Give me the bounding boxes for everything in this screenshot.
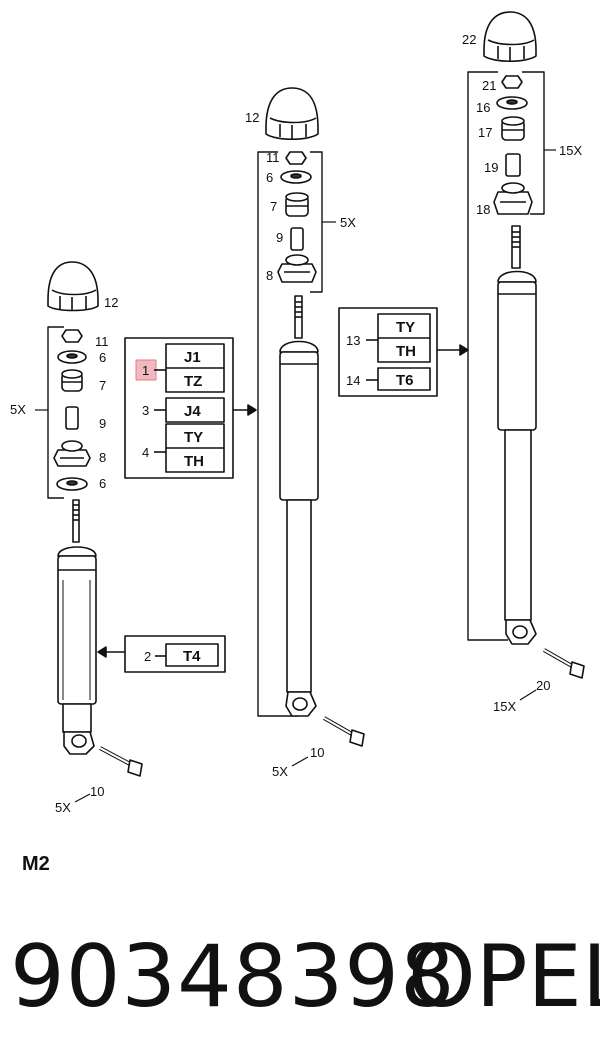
qty-label: 5X xyxy=(272,764,288,779)
part-label: 9 xyxy=(99,416,106,431)
figure-code: M2 xyxy=(22,853,50,875)
sleeve xyxy=(65,406,79,430)
part-label: 12 xyxy=(245,110,259,125)
sleeve xyxy=(290,227,304,251)
qty-label: 5X xyxy=(10,402,26,417)
bolt xyxy=(323,716,365,747)
left-assembly: 12 5X xyxy=(10,261,143,815)
part-label: 9 xyxy=(276,230,283,245)
ref-number: 2 xyxy=(144,649,151,664)
code-box-right: 13 TY TH 14 T6 xyxy=(338,307,469,397)
right-assembly: 22 15X 21 16 17 19 xyxy=(462,11,585,714)
option-code: TY xyxy=(396,319,415,336)
ref-number: 14 xyxy=(346,373,360,388)
part-label: 20 xyxy=(536,678,550,693)
code-box-shock-options: 1 J1 TZ 3 J4 4 TY TH xyxy=(124,337,257,479)
shock-absorber xyxy=(279,295,319,717)
part-number: 90348398 xyxy=(10,927,456,1027)
part-label: 22 xyxy=(462,32,476,47)
option-code: TH xyxy=(396,343,416,360)
nut xyxy=(501,75,523,89)
part-label: 8 xyxy=(99,450,106,465)
part-label: 6 xyxy=(99,476,106,491)
bolt xyxy=(99,746,143,777)
nut xyxy=(285,151,307,165)
rubber-bush xyxy=(285,192,309,217)
part-label: 21 xyxy=(482,78,496,93)
part-label: 6 xyxy=(266,170,273,185)
part-label: 12 xyxy=(104,295,118,310)
qty-label: 15X xyxy=(559,143,582,158)
option-code: TY xyxy=(184,429,203,446)
option-code: TZ xyxy=(184,373,202,390)
qty-label: 15X xyxy=(493,699,516,714)
part-label: 11 xyxy=(266,150,280,165)
ref-number: 1 xyxy=(142,363,149,378)
bump-cap xyxy=(265,87,319,141)
option-code: T4 xyxy=(183,648,201,665)
option-code: J4 xyxy=(184,403,201,420)
part-label: 19 xyxy=(484,160,498,175)
shock-absorber xyxy=(497,225,537,645)
option-code: J1 xyxy=(184,349,201,366)
part-label: 18 xyxy=(476,202,490,217)
part-label: 7 xyxy=(99,378,106,393)
part-label: 7 xyxy=(270,199,277,214)
middle-assembly: 12 5X 11 6 7 9 xyxy=(245,87,365,779)
part-label: 10 xyxy=(310,745,324,760)
rubber-bush-large xyxy=(493,182,533,215)
option-code: TH xyxy=(184,453,204,470)
bolt xyxy=(543,648,585,679)
part-label: 10 xyxy=(90,784,104,799)
part-label: 11 xyxy=(95,334,109,349)
part-label: 6 xyxy=(99,350,106,365)
bump-cap xyxy=(483,11,537,63)
code-box-t4: 2 T4 xyxy=(97,635,226,673)
qty-label: 5X xyxy=(340,215,356,230)
nut xyxy=(61,329,83,343)
sleeve xyxy=(505,153,521,177)
option-code: T6 xyxy=(396,372,414,389)
rubber-bush-large xyxy=(53,440,91,467)
qty-label: 5X xyxy=(55,800,71,815)
ref-number: 3 xyxy=(142,403,149,418)
rubber-bush-large xyxy=(277,254,317,283)
rubber-bush xyxy=(61,369,83,392)
rubber-bush xyxy=(501,116,525,141)
brand-name: OPEL xyxy=(408,927,600,1027)
part-label: 17 xyxy=(478,125,492,140)
bump-cap xyxy=(47,261,99,312)
ref-number: 4 xyxy=(142,445,149,460)
ref-number: 13 xyxy=(346,333,360,348)
part-label: 16 xyxy=(476,100,490,115)
exploded-parts-diagram: 12 5X xyxy=(10,11,585,815)
part-label: 8 xyxy=(266,268,273,283)
shock-absorber xyxy=(57,499,97,755)
